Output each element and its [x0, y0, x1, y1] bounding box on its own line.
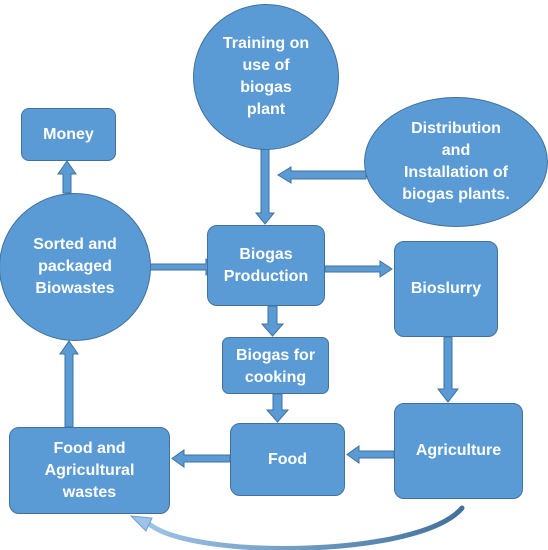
node-bioslurry: Bioslurry	[394, 241, 498, 337]
node-distribution-label: Distribution and Installation of biogas …	[402, 120, 510, 203]
node-sorted: Sorted and packaged Biowastes	[0, 193, 151, 341]
arrow-agriculture-to-food	[346, 445, 395, 464]
node-biogas-cooking: Biogas for cooking	[222, 337, 329, 394]
node-food: Food	[230, 423, 345, 496]
node-distribution: Distribution and Installation of biogas …	[364, 97, 548, 227]
node-money-label: Money	[43, 125, 94, 143]
arrow-food-to-wastes	[171, 449, 231, 468]
curved-connector-head	[129, 515, 153, 532]
node-biogas-production: Biogas Production	[207, 225, 325, 306]
node-food-label: Food	[267, 450, 308, 468]
node-food-agri-wastes-label: Food and Agricultural wastes	[44, 439, 135, 501]
node-money: Money	[21, 108, 116, 161]
arrow-production-to-bioslurry	[324, 260, 393, 278]
node-biogas-production-label: Biogas Production	[223, 245, 309, 285]
arrow-sorted-to-money	[57, 160, 77, 194]
node-biogas-cooking-label: Biogas for cooking	[235, 347, 316, 386]
node-agriculture: Agriculture	[394, 403, 523, 499]
arrow-bioslurry-to-agriculture	[436, 336, 460, 403]
node-training: Training on use of biogas plant	[193, 4, 339, 150]
node-bioslurry-label: Bioslurry	[410, 280, 482, 297]
node-training-label: Training on use of biogas plant	[222, 35, 310, 118]
arrow-distribution-to-line	[277, 166, 367, 184]
arrow-cooking-to-food	[265, 393, 290, 423]
arrow-production-to-cooking	[260, 305, 285, 337]
curved-connector	[145, 505, 465, 550]
arrow-training-to-production	[254, 147, 276, 225]
node-sorted-label: Sorted and packaged Biowastes	[33, 236, 117, 297]
node-agriculture-label: Agriculture	[415, 442, 502, 459]
node-food-agri-wastes: Food and Agricultural wastes	[9, 427, 170, 514]
arrow-wastes-to-sorted	[59, 340, 79, 428]
